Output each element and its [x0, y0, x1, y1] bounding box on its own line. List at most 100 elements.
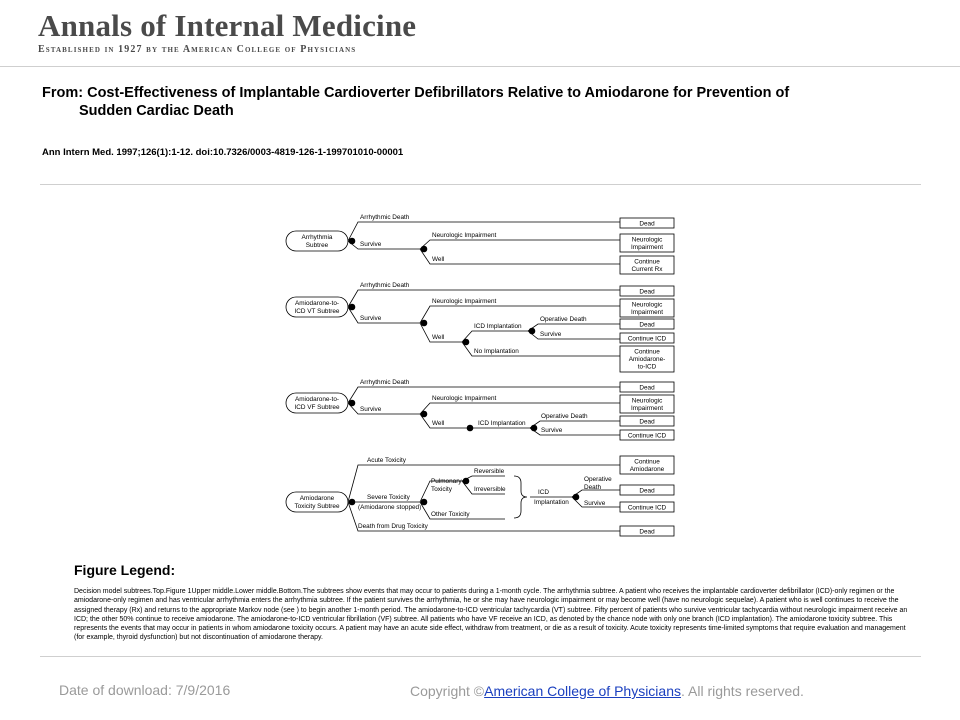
branch-lines	[419, 402, 620, 429]
branch-label: Pulmonary	[431, 478, 462, 485]
chance-node	[348, 237, 356, 245]
branch-label: Survive	[540, 331, 562, 338]
branch-lines	[419, 480, 505, 520]
subtree-amiodarone-icd-vf: Amiodarone-to- ICD VF Subtree Arrhythmic…	[285, 379, 675, 441]
branch-label: Well	[432, 334, 444, 341]
outcome-box	[619, 255, 675, 275]
branch-label: Well	[432, 420, 444, 427]
branch-label: Death from Drug Toxicity	[358, 523, 429, 530]
chance-node	[462, 338, 470, 346]
outcome-box	[619, 429, 675, 441]
chance-node	[462, 477, 470, 485]
branch-label: Arrhythmic Death	[360, 379, 410, 386]
outcome-label: Continue ICD	[628, 336, 667, 343]
branch-lines	[461, 330, 620, 357]
chance-node	[528, 327, 536, 335]
outcome-label: Impairment	[631, 405, 663, 412]
branch-lines	[347, 386, 620, 415]
header-divider	[0, 66, 960, 67]
acp-link[interactable]: American College of Physicians	[484, 683, 681, 699]
branch-label: Arrhythmic Death	[360, 282, 410, 289]
branch-label: Operative Death	[540, 316, 587, 323]
branch-label: Survive	[584, 500, 606, 507]
start-node-label: Amiodarone-to-	[295, 300, 339, 307]
journal-logo-subtitle: Established in 1927 by the American Coll…	[38, 44, 357, 55]
branch-lines	[419, 305, 620, 343]
outcome-label: Continue	[634, 259, 660, 266]
divider-top	[40, 184, 921, 185]
chance-node	[572, 493, 580, 501]
branch-label: Operative Death	[541, 413, 588, 420]
download-date-value: 7/9/2016	[175, 682, 231, 698]
copyright-prefix: Copyright ©	[410, 683, 485, 699]
article-title-line1: From: Cost-Effectiveness of Implantable …	[42, 85, 790, 101]
outcome-label: Dead	[639, 221, 655, 228]
outcome-label: Amiodarone	[630, 466, 665, 473]
outcome-box	[619, 345, 675, 373]
outcome-label: Dead	[639, 322, 655, 329]
branch-label: Reversible	[474, 468, 505, 475]
branch-label: Other Toxicity	[431, 511, 470, 518]
branch-label: Severe Toxicity	[367, 494, 411, 501]
outcome-box	[619, 415, 675, 427]
outcome-box	[619, 525, 675, 537]
outcome-label: Continue ICD	[628, 505, 667, 512]
figure-legend-text: Decision model subtrees.Top.Figure 1Uppe…	[74, 588, 908, 642]
branch-lines	[347, 289, 620, 324]
chance-node	[420, 410, 428, 418]
branch-label: No Implantation	[474, 348, 519, 355]
article-title: From: Cost-Effectiveness of Implantable …	[42, 84, 902, 120]
outcome-label: to-ICD	[638, 364, 657, 371]
branch-label: Implantation	[534, 499, 569, 506]
branch-label: ICD Implantation	[478, 420, 526, 427]
brace-icon	[513, 475, 528, 519]
start-node-label: ICD VT Subtree	[295, 308, 340, 315]
outcome-box	[619, 381, 675, 393]
chance-node	[348, 303, 356, 311]
outcome-label: Neurologic	[632, 237, 663, 244]
divider-bottom	[40, 656, 921, 657]
chance-node	[530, 424, 538, 432]
chance-node	[420, 245, 428, 253]
branch-label: Neurologic Impairment	[432, 395, 497, 402]
start-node-label: Subtree	[306, 242, 329, 249]
outcome-box	[619, 298, 675, 318]
article-title-line2: Sudden Cardiac Death	[79, 103, 234, 119]
branch-label: Arrhythmic Death	[360, 214, 410, 221]
download-date: Date of download: 7/9/2016	[59, 682, 230, 698]
branch-label: ICD Implantation	[474, 323, 522, 330]
branch-label: Irreversible	[474, 486, 506, 493]
outcome-box	[619, 285, 675, 297]
outcome-label: Dead	[639, 488, 655, 495]
branch-label: Survive	[541, 427, 563, 434]
branch-label: Survive	[360, 315, 382, 322]
copyright: Copyright ©American College of Physician…	[410, 683, 804, 699]
outcome-label: Current Rx	[632, 266, 664, 273]
outcome-label: Neurologic	[632, 398, 663, 405]
branch-label: Death	[584, 484, 601, 491]
start-node-label: Arrhythmia	[302, 234, 333, 241]
chance-node	[466, 424, 474, 432]
outcome-label: Impairment	[631, 244, 663, 251]
branch-label: Acute Toxicity	[367, 457, 407, 464]
article-citation: Ann Intern Med. 1997;126(1):1-12. doi:10…	[42, 147, 404, 158]
outcome-box	[619, 233, 675, 253]
branch-label: Neurologic Impairment	[432, 298, 497, 305]
download-date-label: Date of download:	[59, 682, 172, 698]
subtree-arrhythmia: Arrhythmia Subtree Arrhythmic Death Surv…	[285, 214, 675, 275]
outcome-label: Dead	[639, 385, 655, 392]
outcome-label: Dead	[639, 529, 655, 536]
start-node-label: Amiodarone-to-	[295, 396, 339, 403]
figure-legend-title: Figure Legend:	[74, 562, 176, 578]
start-node-label: Toxicity Subtree	[294, 503, 340, 510]
start-node-label: Amiodarone	[300, 495, 335, 502]
outcome-label: Dead	[639, 289, 655, 296]
branch-label: Toxicity	[431, 486, 453, 493]
chance-node	[348, 498, 356, 506]
outcome-label: Continue ICD	[628, 433, 667, 440]
start-node-label: ICD VF Subtree	[294, 404, 340, 411]
outcome-box	[619, 217, 675, 229]
outcome-box	[619, 484, 675, 496]
branch-label: Well	[432, 256, 444, 263]
